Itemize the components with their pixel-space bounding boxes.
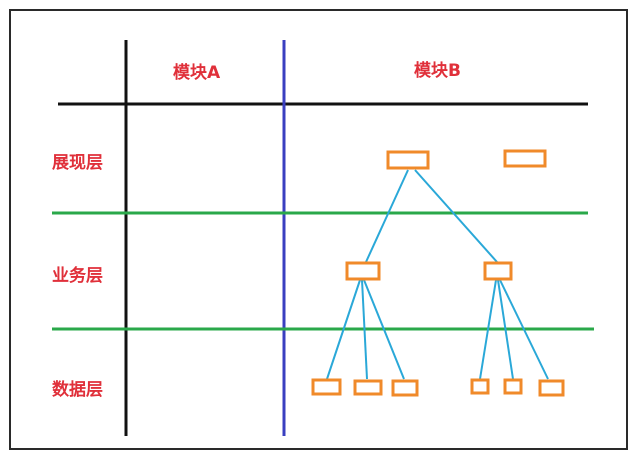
connector — [414, 169, 498, 263]
node-data-3 — [391, 379, 419, 397]
node-presentation-2 — [503, 149, 547, 168]
connector — [326, 279, 361, 380]
diagram-frame — [9, 9, 628, 450]
module-b-header: 模块B — [414, 61, 461, 81]
node-data-1 — [311, 378, 342, 396]
node-presentation-1 — [386, 150, 430, 170]
node-data-2 — [353, 379, 383, 396]
connector — [365, 169, 409, 263]
node-data-4 — [470, 378, 490, 395]
module-a-header: 模块A — [173, 63, 221, 83]
connector — [479, 279, 497, 380]
connector — [499, 279, 549, 380]
data-layer-label: 数据层 — [52, 380, 103, 400]
node-business-1 — [345, 261, 381, 281]
node-data-6 — [538, 379, 565, 397]
connector — [363, 279, 405, 380]
connector — [361, 279, 368, 380]
node-business-2 — [483, 261, 513, 281]
connector — [497, 279, 514, 380]
node-data-5 — [503, 378, 523, 395]
business-layer-label: 业务层 — [52, 266, 103, 286]
presentation-layer-label: 展现层 — [52, 153, 103, 173]
